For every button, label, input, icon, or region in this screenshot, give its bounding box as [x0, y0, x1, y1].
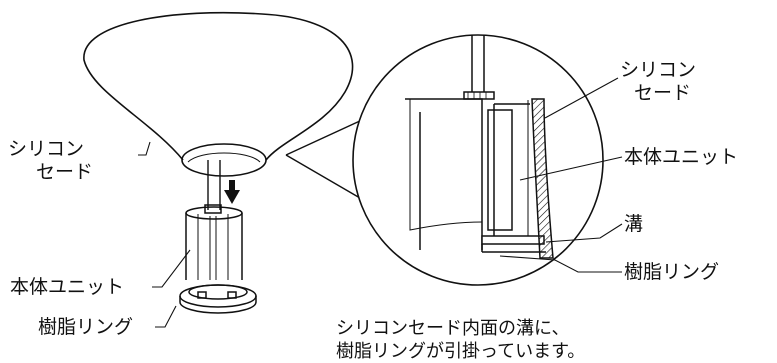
silicone-shade-cone	[83, 11, 354, 177]
magnified-detail	[352, 34, 604, 286]
label-silicone-shade-left-2: セード	[36, 161, 94, 183]
pipe	[207, 160, 221, 210]
down-arrow-icon	[224, 180, 240, 204]
label-resin-ring-left: 樹脂リング	[38, 316, 134, 338]
caption: シリコンセード内面の溝に、 樹脂リングが引掛っています。	[336, 317, 585, 363]
label-body-unit-right: 本体ユニット	[624, 146, 739, 168]
label-groove: 溝	[624, 213, 644, 235]
label-silicone-shade-right: シリコン	[620, 59, 697, 81]
resin-ring	[179, 284, 257, 314]
label-silicone-shade-left: シリコン	[8, 138, 85, 160]
caption-line-2: 樹脂リングが引掛っています。	[336, 341, 586, 362]
shade-opening	[181, 143, 267, 177]
body-unit-cylinder	[185, 204, 243, 280]
caption-line-1: シリコンセード内面の溝に、	[336, 318, 570, 339]
label-body-unit-left: 本体ユニット	[10, 276, 125, 298]
label-silicone-shade-right-2: セード	[634, 82, 692, 104]
label-resin-ring-right: 樹脂リング	[624, 261, 720, 283]
leader-lines	[138, 77, 623, 328]
